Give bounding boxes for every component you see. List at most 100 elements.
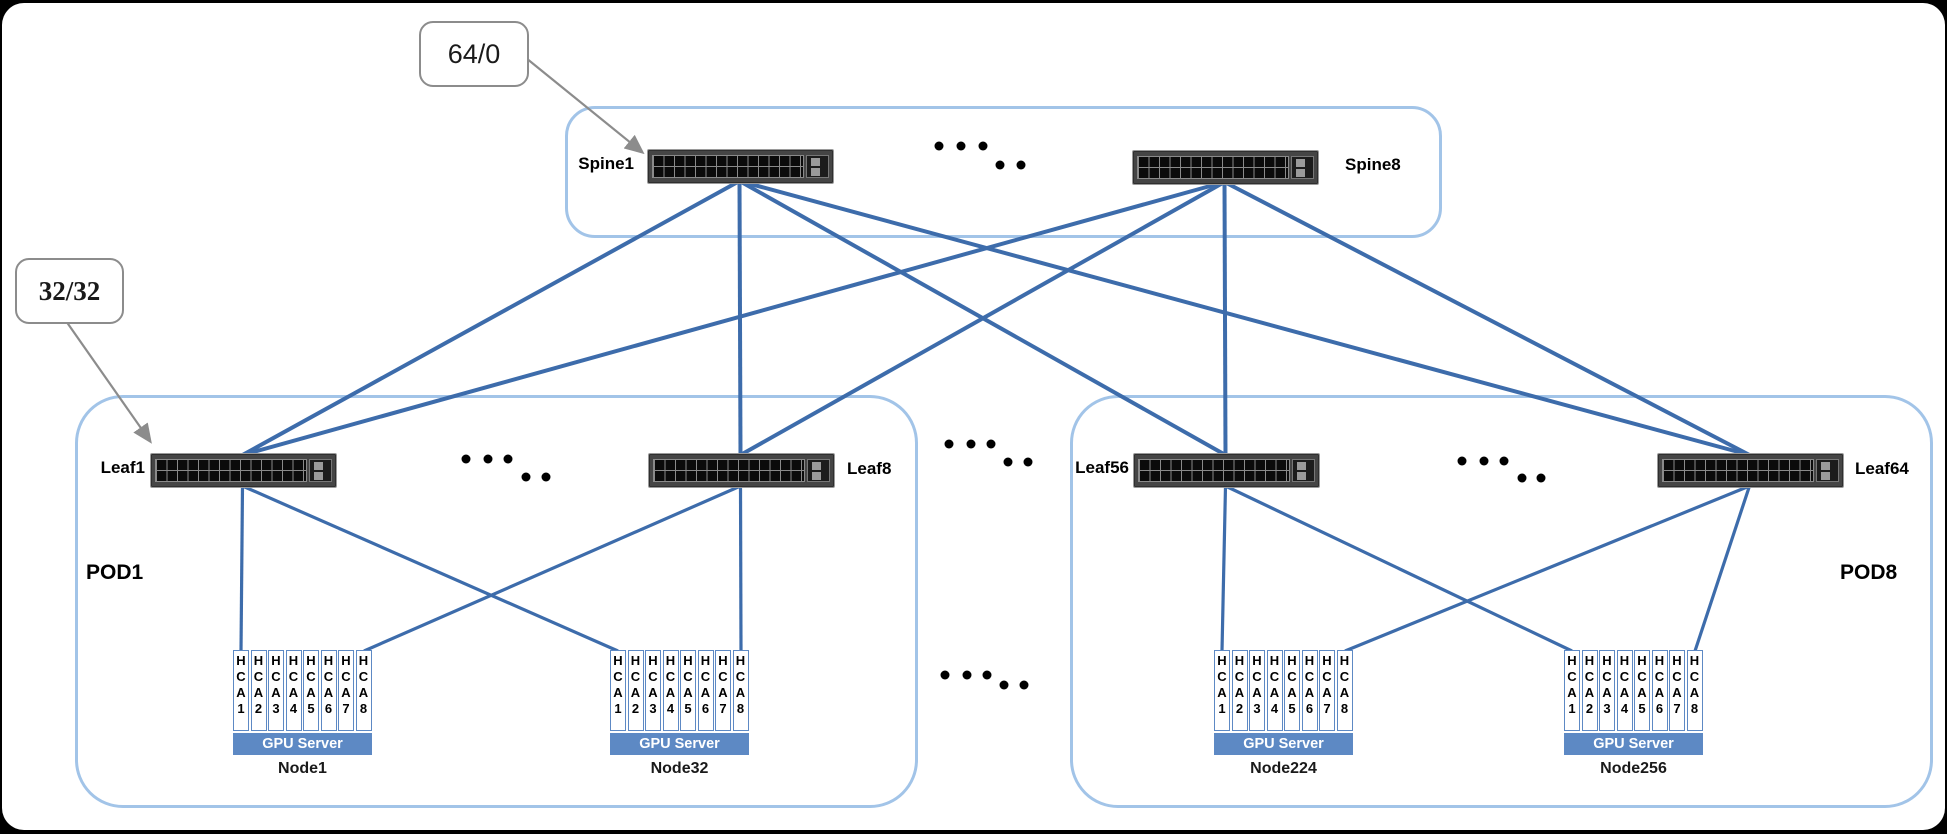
gpu-server-bar: GPU Server xyxy=(233,733,372,755)
switch-ports xyxy=(652,155,804,178)
link-spine1-leaf64 xyxy=(738,179,1751,457)
link-spine8-leaf1 xyxy=(241,180,1226,457)
callout-spine-text: 64/0 xyxy=(447,38,501,69)
ellipsis-dots-between-pods-top xyxy=(944,439,1033,467)
gpu-server-bar: GPU Server xyxy=(1564,733,1703,755)
hca-card: HCA6 xyxy=(320,650,337,731)
switch-side-panel xyxy=(309,459,332,482)
hca-card: HCA6 xyxy=(697,650,714,731)
ellipsis-dots-spines xyxy=(934,141,1026,170)
hca-card: HCA7 xyxy=(338,650,354,731)
link-spine8-leaf56 xyxy=(1222,181,1228,456)
link-leaf8-node1-hca8 xyxy=(363,484,742,653)
hca-card: HCA7 xyxy=(715,650,731,731)
switch-image-spine1 xyxy=(647,149,834,184)
node-label: Node256 xyxy=(1600,760,1667,777)
pod1-label: POD1 xyxy=(86,561,144,584)
hca-card: HCA6 xyxy=(1301,650,1318,731)
node-label: Node1 xyxy=(278,760,327,777)
hca-card: HCA5 xyxy=(1284,650,1300,731)
leaf8-label: Leaf8 xyxy=(847,459,892,478)
node-label: Node32 xyxy=(650,760,709,777)
hca-card: HCA3 xyxy=(268,650,284,731)
hca-card: HCA8 xyxy=(1686,650,1703,731)
link-spine8-leaf8 xyxy=(739,180,1226,457)
switch-ports xyxy=(1662,459,1814,482)
pod8-box xyxy=(1070,395,1933,808)
hca-card: HCA5 xyxy=(680,650,696,731)
switch-image-leaf1 xyxy=(150,453,337,488)
hca-card: HCA6 xyxy=(1651,650,1668,731)
switch-image-leaf64 xyxy=(1657,453,1844,488)
hca-card: HCA1 xyxy=(1214,650,1230,731)
hca-card: HCA2 xyxy=(1581,650,1598,731)
switch-side-panel xyxy=(1816,459,1839,482)
hca-card: HCA2 xyxy=(250,650,267,731)
switch-side-panel xyxy=(1292,459,1315,482)
ellipsis-dots-between-pods-bottom xyxy=(940,670,1029,690)
switch-image-leaf56 xyxy=(1133,453,1320,488)
hca-card: HCA8 xyxy=(1336,650,1353,731)
switch-ports xyxy=(1137,156,1289,179)
hca-card: HCA8 xyxy=(732,650,749,731)
hca-card: HCA5 xyxy=(303,650,319,731)
switch-ports xyxy=(653,459,805,482)
spine1-label: Spine1 xyxy=(578,154,634,173)
spine8-label: Spine8 xyxy=(1345,155,1401,174)
switch-side-panel xyxy=(1291,156,1314,179)
connection-lines-layer xyxy=(65,57,1752,690)
hca-card: HCA4 xyxy=(1266,650,1283,731)
hca-card: HCA8 xyxy=(355,650,372,731)
gpu-server-bar: GPU Server xyxy=(1214,733,1353,755)
hca-card: HCA2 xyxy=(627,650,644,731)
hca-card: HCA5 xyxy=(1634,650,1650,731)
switch-side-panel xyxy=(807,459,830,482)
switch-side-panel xyxy=(806,155,829,178)
gpu-server-bar: GPU Server xyxy=(610,733,749,755)
link-leaf56-node224-hca1 xyxy=(1220,485,1228,652)
hca-card: HCA1 xyxy=(233,650,249,731)
hca-card: HCA7 xyxy=(1669,650,1685,731)
switch-image-leaf8 xyxy=(648,453,835,488)
hca-card: HCA3 xyxy=(645,650,661,731)
hca-card: HCA7 xyxy=(1319,650,1335,731)
switch-ports xyxy=(1138,459,1290,482)
callout-leaf-text: 32/32 xyxy=(38,275,101,306)
link-leaf1-node1-hca1 xyxy=(239,485,245,652)
hca-card: HCA2 xyxy=(1231,650,1248,731)
link-leaf8-node32-hca8 xyxy=(738,485,743,652)
page-background: Spine1 Spine8 Leaf1 Leaf8 Leaf56 Leaf64 … xyxy=(2,3,1945,830)
hca-card: HCA4 xyxy=(1616,650,1633,731)
link-leaf64-node256-hca8 xyxy=(1693,485,1752,652)
link-spine1-leaf1 xyxy=(241,179,741,457)
leaf56-label: Leaf56 xyxy=(1075,458,1129,477)
pod1-box xyxy=(75,395,918,808)
pod8-label: POD8 xyxy=(1840,561,1898,584)
callout-arrow-spine1 xyxy=(525,57,645,155)
link-leaf64-node224-hca8 xyxy=(1344,484,1751,653)
callout-spine-ports: 64/0 xyxy=(419,21,529,87)
ellipsis-dots-pod8-leaves xyxy=(1457,456,1546,483)
ellipsis-dots-pod1-leaves xyxy=(461,454,551,482)
node-label: Node224 xyxy=(1250,760,1317,777)
hca-card: HCA1 xyxy=(610,650,626,731)
switch-image-spine8 xyxy=(1132,150,1319,185)
hca-card: HCA3 xyxy=(1249,650,1265,731)
link-leaf56-node256-hca1 xyxy=(1224,484,1573,653)
hca-card: HCA4 xyxy=(285,650,302,731)
link-spine8-leaf64 xyxy=(1223,180,1751,457)
callout-leaf-ports: 32/32 xyxy=(15,258,124,324)
leaf1-label: Leaf1 xyxy=(100,458,145,477)
spine-group-box xyxy=(565,106,1442,238)
leaf64-label: Leaf64 xyxy=(1855,459,1909,478)
link-leaf1-node32-hca1 xyxy=(241,484,619,653)
